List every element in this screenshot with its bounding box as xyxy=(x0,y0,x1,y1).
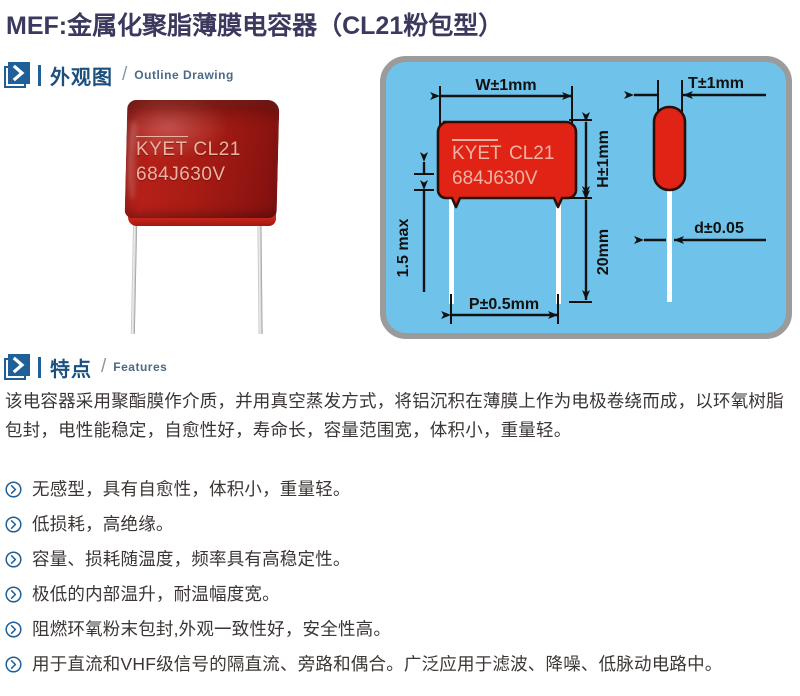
chevron-right-circle-icon xyxy=(5,516,22,533)
list-item: 无感型，具有自愈性，体积小，重量轻。 xyxy=(5,474,797,505)
features-description: 该电容器采用聚酯膜作介质，并用真空蒸发方式，将铝沉积在薄膜上作为电极卷绕而成，以… xyxy=(5,391,784,440)
drawing-front-code: 684J630V xyxy=(452,168,538,189)
section-title-cn: 外观图 xyxy=(50,66,113,89)
section-slash: / xyxy=(101,356,107,377)
list-item: 阻燃环氧粉末包封,外观一致性好，安全性高。 xyxy=(5,614,797,645)
section-header-features: 特点 / Features xyxy=(4,352,167,382)
list-item: 低损耗，高绝缘。 xyxy=(5,509,797,540)
chevron-right-circle-icon xyxy=(5,656,22,673)
chevron-right-circle-icon xyxy=(5,621,22,638)
section-title-en: Outline Drawing xyxy=(134,68,234,82)
chevron-right-circle-icon xyxy=(5,551,22,568)
section-header-outline-drawing: 外观图 / Outline Drawing xyxy=(4,60,234,90)
page-title: MEF:金属化聚脂薄膜电容器（CL21粉包型） xyxy=(6,12,504,40)
list-item: 容量、损耗随温度，频率具有高稳定性。 xyxy=(5,544,797,575)
drawing-front-brand: KYET xyxy=(452,143,502,164)
section-divider-bar xyxy=(38,356,41,378)
chevron-right-square-icon xyxy=(4,61,31,89)
dim-label-seating: 1.5 max xyxy=(395,219,412,278)
photo-lead-right xyxy=(257,221,263,335)
list-item: 用于直流和VHF级信号的隔直流、旁路和偶合。广泛应用于滤波、降噪、低脉动电路中。 xyxy=(5,649,797,680)
photo-capacitor-body xyxy=(124,100,280,218)
outline-drawing-panel: W±1mm KYET CL21 684J630V H±1mm 20mm xyxy=(380,56,792,339)
list-item: 极低的内部温升，耐温幅度宽。 xyxy=(5,579,797,610)
list-item-text: 容量、损耗随温度，频率具有高稳定性。 xyxy=(32,549,351,569)
dim-label-width: W±1mm xyxy=(475,77,536,94)
list-item-text: 阻燃环氧粉末包封,外观一致性好，安全性高。 xyxy=(32,619,392,639)
section-title-cn: 特点 xyxy=(50,358,92,381)
section-slash: / xyxy=(122,64,128,85)
photo-lead-left xyxy=(130,221,138,335)
dim-label-pitch: P±0.5mm xyxy=(469,296,539,313)
list-item-text: 低损耗，高绝缘。 xyxy=(32,514,174,534)
section-title-en: Features xyxy=(113,360,168,374)
chevron-right-square-icon xyxy=(4,353,31,381)
dim-label-thickness: T±1mm xyxy=(688,75,744,92)
chevron-right-circle-icon xyxy=(5,481,22,498)
list-item-text: 无感型，具有自愈性，体积小，重量轻。 xyxy=(32,479,351,499)
list-item-text: 用于直流和VHF级信号的隔直流、旁路和偶合。广泛应用于滤波、降噪、低脉动电路中。 xyxy=(32,654,723,674)
product-photo: KYET CL21 684J630V xyxy=(112,100,292,335)
dim-label-lead-dia: d±0.05 xyxy=(694,220,744,237)
features-list: 无感型，具有自愈性，体积小，重量轻。 低损耗，高绝缘。 容量、损耗随温度，频率具… xyxy=(5,474,797,684)
section-divider-bar xyxy=(38,64,41,86)
chevron-right-circle-icon xyxy=(5,586,22,603)
list-item-text: 极低的内部温升，耐温幅度宽。 xyxy=(32,584,280,604)
dim-label-lead-length: 20mm xyxy=(595,229,612,275)
dim-label-height: H±1mm xyxy=(595,130,612,188)
drawing-front-series: CL21 xyxy=(509,143,554,164)
